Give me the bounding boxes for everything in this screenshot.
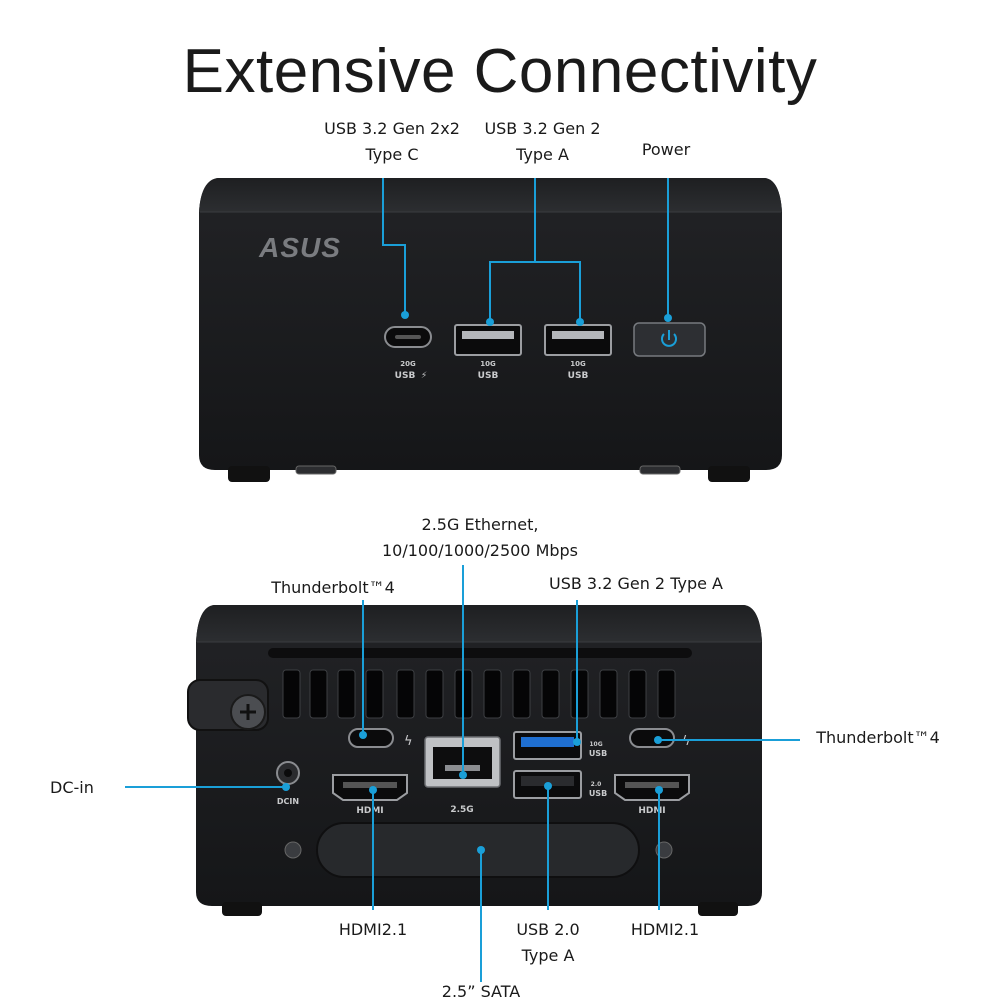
hdmi-mark-right: HDMI xyxy=(638,806,665,816)
label-thunderbolt-right: Thunderbolt™4 xyxy=(816,728,940,747)
usb10g-name-mark: USB xyxy=(589,749,607,758)
label-usb32-rear: USB 3.2 Gen 2 Type A xyxy=(549,574,723,593)
label-ethernet: 2.5G Ethernet, 10/100/1000/2500 Mbps xyxy=(365,512,595,564)
label-usb20-line1: USB 2.0 xyxy=(516,920,580,939)
label-usb-c: USB 3.2 Gen 2x2 Type C xyxy=(312,116,472,168)
usba2-speed-mark: 10G xyxy=(570,360,586,368)
brand-logo: ASUS xyxy=(258,232,341,263)
label-sata: 2.5” SATA xyxy=(441,982,521,1001)
label-ethernet-line2: 10/100/1000/2500 Mbps xyxy=(381,541,579,560)
thunderbolt-icon: ϟ xyxy=(682,734,691,749)
power-icon xyxy=(661,330,677,347)
thunderbolt-icon: ϟ xyxy=(404,734,413,749)
hdmi-mark-left: HDMI xyxy=(356,806,383,816)
label-usb-c-line1: USB 3.2 Gen 2x2 xyxy=(324,119,460,138)
label-usb-c-line2: Type C xyxy=(365,145,419,164)
page-title: Extensive Connectivity xyxy=(182,36,818,106)
usb10g-speed-mark: 10G xyxy=(589,741,602,748)
lightning-icon: ⚡ xyxy=(421,371,427,381)
label-ethernet-line1: 2.5G Ethernet, xyxy=(421,515,539,534)
label-usb-a-front-line2: Type A xyxy=(516,145,569,164)
label-usb20: USB 2.0 Type A xyxy=(508,917,588,969)
label-thunderbolt-left: Thunderbolt™4 xyxy=(271,578,395,597)
usb20-name-mark: USB xyxy=(589,789,607,798)
label-hdmi-right: HDMI2.1 xyxy=(630,920,700,939)
eth-mark: 2.5G xyxy=(450,805,473,815)
label-hdmi-left: HDMI2.1 xyxy=(338,920,408,939)
label-usb-a-front: USB 3.2 Gen 2 Type A xyxy=(470,116,615,168)
label-power: Power xyxy=(641,140,691,159)
usb-a-port-1[interactable] xyxy=(454,324,522,356)
thunderbolt-port-left[interactable] xyxy=(348,728,394,748)
usb-a-port-2[interactable] xyxy=(544,324,612,356)
usb20-speed-mark: 2.0 xyxy=(591,781,602,788)
label-usb20-line2: Type A xyxy=(521,946,575,965)
label-dc-in: DC-in xyxy=(50,778,94,797)
usba1-name-mark: USB xyxy=(478,371,499,381)
front-callout-lines xyxy=(382,178,669,320)
usba2-name-mark: USB xyxy=(568,371,589,381)
lock-bracket xyxy=(187,679,269,731)
label-usb-a-front-line1: USB 3.2 Gen 2 xyxy=(484,119,601,138)
vent-grille xyxy=(282,669,676,719)
screw-icon xyxy=(284,841,302,859)
thunderbolt-port-right[interactable] xyxy=(629,728,675,748)
usbc-name-mark: USB xyxy=(395,371,416,381)
usba1-speed-mark: 10G xyxy=(480,360,496,368)
usbc-speed-mark: 20G xyxy=(400,360,416,368)
dcin-mark: DCIN xyxy=(277,797,299,806)
rear-callout-lines xyxy=(125,565,800,982)
